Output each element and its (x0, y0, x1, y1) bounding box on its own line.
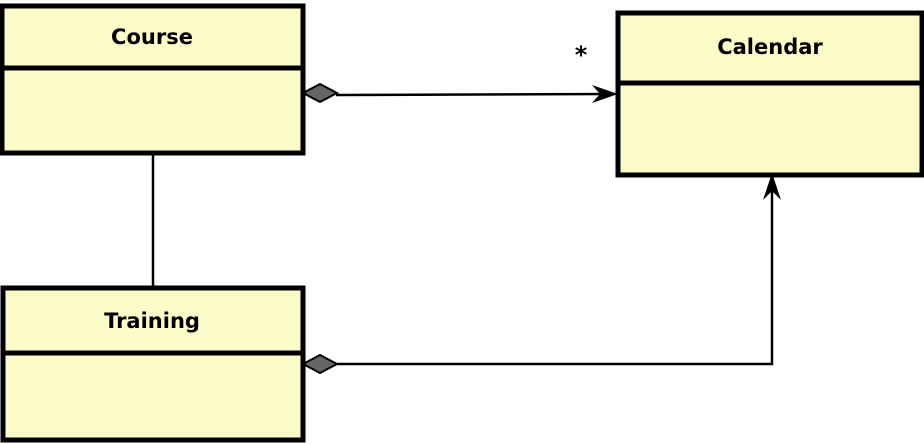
class-name-calendar: Calendar (717, 35, 823, 59)
uml-class-training[interactable]: Training (0, 285, 306, 443)
multiplicity-label-calendar: * (575, 41, 588, 69)
uml-class-calendar[interactable]: Calendar (615, 10, 924, 178)
class-box-calendar (615, 10, 924, 178)
class-name-training: Training (104, 309, 200, 333)
uml-class-course[interactable]: Course (0, 3, 306, 156)
aggregation-line-course-calendar[interactable] (335, 92, 613, 97)
open-arrow-head-calendar-bottom (763, 173, 781, 200)
filled-diamond-training (300, 353, 340, 375)
filled-diamond-course (300, 82, 340, 104)
class-box-course (0, 3, 306, 156)
open-arrow-head-calendar-left (592, 85, 618, 103)
class-name-course: Course (111, 25, 193, 49)
aggregation-line-training-calendar[interactable] (337, 184, 774, 366)
class-box-training (0, 285, 306, 443)
